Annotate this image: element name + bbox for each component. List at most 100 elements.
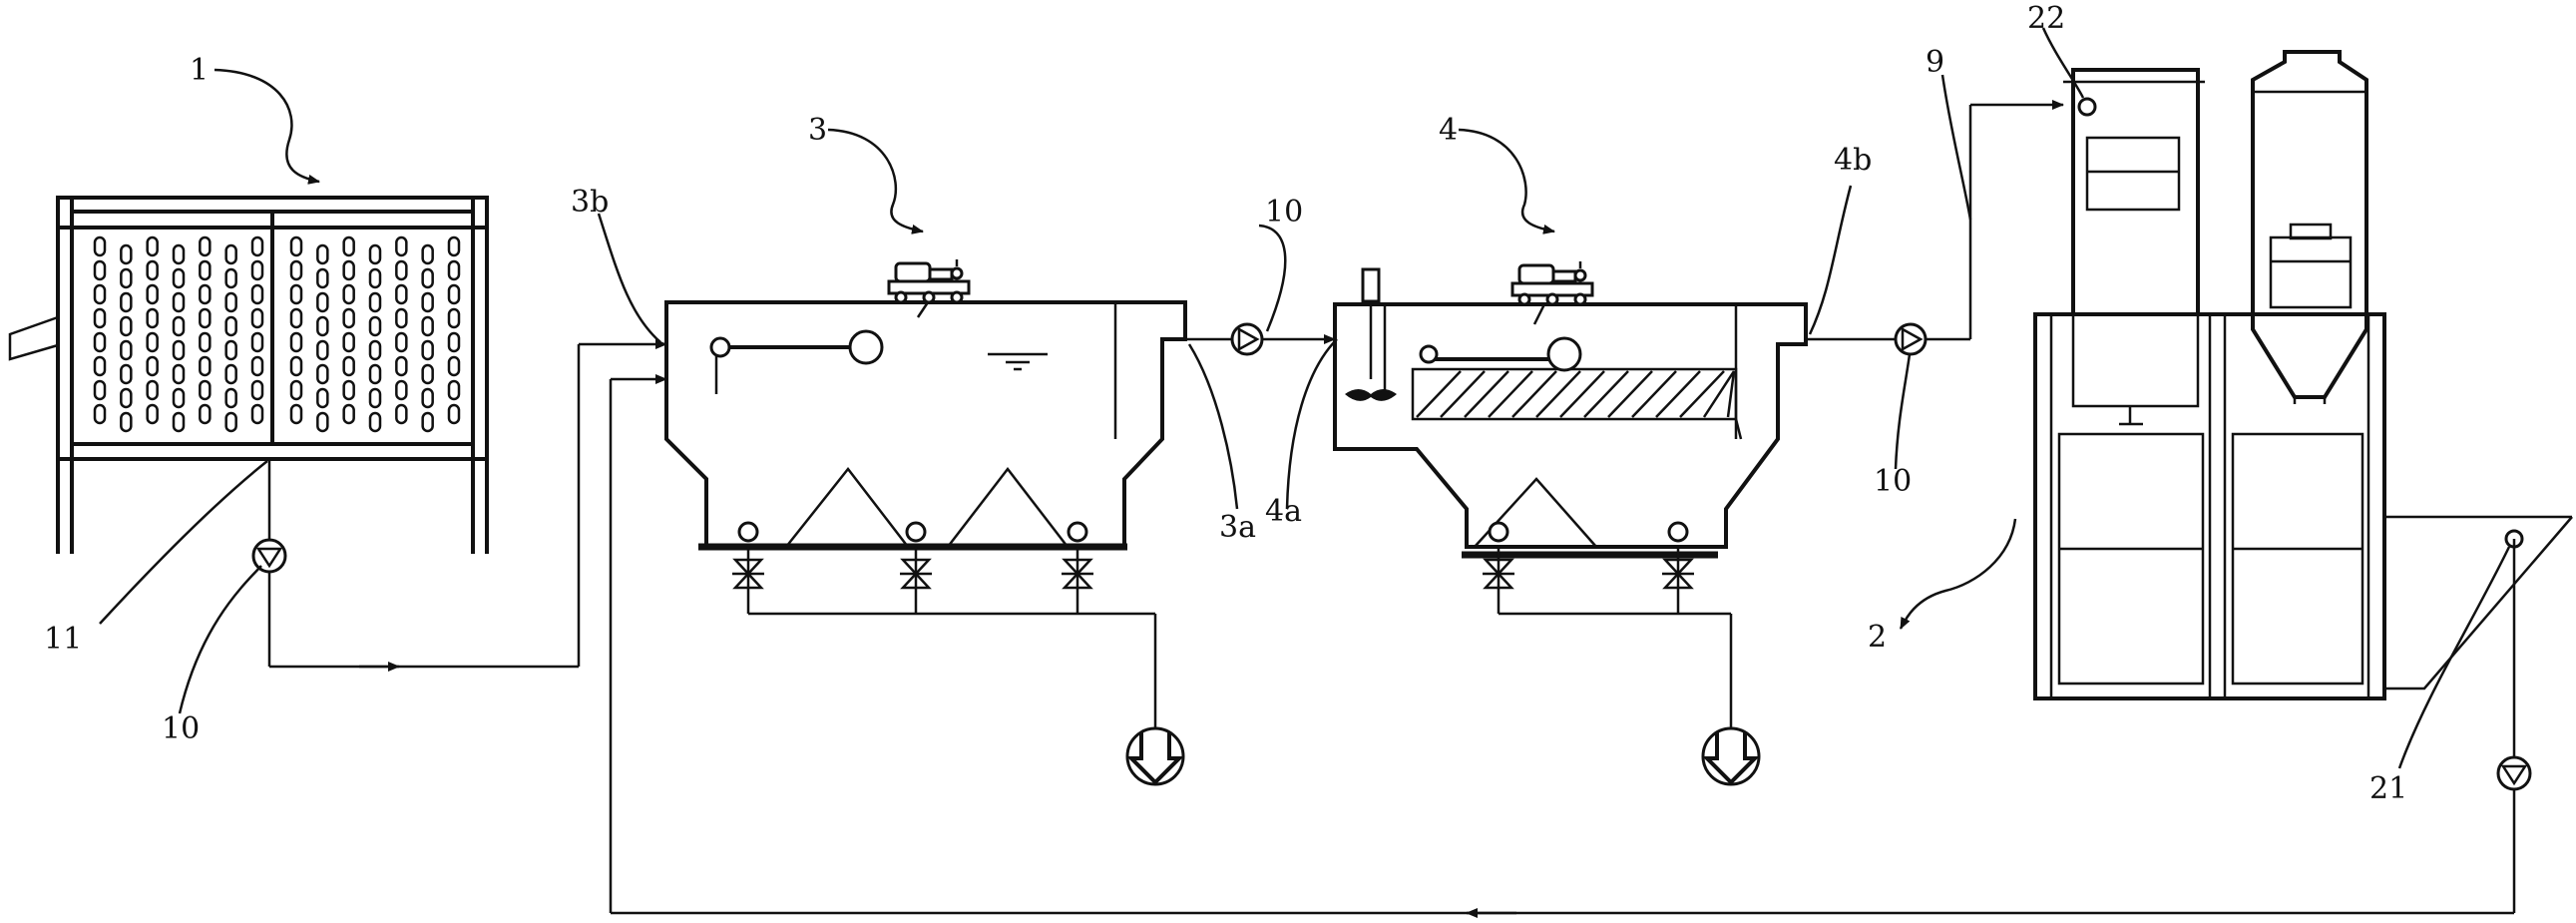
screen-slot xyxy=(120,411,133,433)
screen-slot xyxy=(120,243,133,265)
screen-slot xyxy=(289,379,303,401)
media-hatch xyxy=(1726,370,1736,418)
screen-slot xyxy=(447,259,461,281)
screen-slot xyxy=(250,235,264,257)
label-second-tank: 4 xyxy=(1439,113,1458,148)
screen-slot xyxy=(172,363,186,385)
screen-slot xyxy=(342,283,355,305)
screen-slot xyxy=(224,411,237,433)
screen-slot xyxy=(146,235,159,257)
screen-slot xyxy=(447,379,461,401)
blower-icon xyxy=(1510,259,1594,306)
label-pipe: 9 xyxy=(1926,45,1944,80)
screen-slot xyxy=(172,315,186,337)
screen-slot xyxy=(368,339,382,361)
screen-slot xyxy=(289,235,303,257)
screen-slot xyxy=(316,291,329,313)
screen-slot xyxy=(447,355,461,377)
screen-slot xyxy=(224,267,237,289)
label-second-tank-outlet: 4b xyxy=(1834,143,1872,178)
screen-slot xyxy=(289,259,303,281)
screen-slot xyxy=(224,243,237,265)
label-screen-unit: 1 xyxy=(190,53,209,88)
screen-slot xyxy=(289,355,303,377)
tank4-valves xyxy=(1481,521,1761,786)
pump-icon xyxy=(1894,322,1928,356)
screen-slot xyxy=(316,363,329,385)
screen-slot xyxy=(447,235,461,257)
screen-slot xyxy=(199,283,212,305)
screen-slot xyxy=(199,235,212,257)
screen-slot xyxy=(342,235,355,257)
screen-slot xyxy=(395,355,408,377)
screen-slot xyxy=(172,339,186,361)
label-pump-b: 10 xyxy=(162,711,200,746)
label-second-tank-inlet: 4a xyxy=(1265,494,1302,529)
screen-slot xyxy=(447,403,461,425)
screen-slot xyxy=(199,403,212,425)
screen-slot xyxy=(224,291,237,313)
screen-slot xyxy=(368,267,382,289)
media-hatch xyxy=(1488,370,1533,418)
screen-slot xyxy=(316,243,329,265)
label-first-tank-inlet: 3b xyxy=(571,185,609,220)
first-tank xyxy=(664,257,1187,551)
label-collection-pipe: 11 xyxy=(44,622,82,657)
media-hatch xyxy=(1583,370,1629,418)
screen-slot xyxy=(421,387,434,409)
screen-slot xyxy=(224,315,237,337)
screen-slot xyxy=(120,363,133,385)
screen-slot xyxy=(93,403,107,425)
screen-unit xyxy=(8,196,489,554)
screen-slot xyxy=(368,243,382,265)
screen-slot xyxy=(146,379,159,401)
screen-slot xyxy=(447,331,461,353)
feed-pipe xyxy=(251,339,667,672)
second-tank xyxy=(1333,259,1808,559)
screen-slot xyxy=(250,379,264,401)
screen-slot xyxy=(93,379,107,401)
screen-slot xyxy=(395,283,408,305)
discharge-pump-icon xyxy=(1125,726,1185,786)
media-hatch xyxy=(1416,370,1462,418)
screen-slot xyxy=(289,331,303,353)
screen-slot xyxy=(93,331,107,353)
screen-slot xyxy=(172,243,186,265)
label-inlet-valve: 22 xyxy=(2027,1,2065,36)
blower-icon xyxy=(887,257,971,304)
screen-slot xyxy=(421,363,434,385)
media-hatch xyxy=(1655,370,1701,418)
screen-slot xyxy=(93,355,107,377)
outlet-pipe xyxy=(1806,100,2064,356)
screen-slot xyxy=(368,363,382,385)
screen-slot xyxy=(93,307,107,329)
screen-slot xyxy=(172,267,186,289)
screen-slot xyxy=(120,387,133,409)
screen-slot xyxy=(421,411,434,433)
label-first-tank-outlet: 3a xyxy=(1219,510,1256,545)
media-hatch xyxy=(1702,370,1736,418)
screen-slot xyxy=(342,379,355,401)
label-outlet-unit: 2 xyxy=(1868,620,1887,655)
tank3-valves xyxy=(730,521,1185,786)
label-return-pump: 21 xyxy=(2369,771,2407,806)
screen-slot xyxy=(224,363,237,385)
media-hatch xyxy=(1535,370,1581,418)
screen-slot xyxy=(250,403,264,425)
media-hatch xyxy=(1464,370,1509,418)
screen-slot xyxy=(368,411,382,433)
screen-slot xyxy=(250,307,264,329)
screen-slot xyxy=(120,315,133,337)
discharge-pump-icon xyxy=(1701,726,1761,786)
screen-slot xyxy=(146,331,159,353)
screen-slot xyxy=(447,283,461,305)
screen-slot xyxy=(342,259,355,281)
screen-slot xyxy=(120,291,133,313)
pump-icon xyxy=(2496,755,2532,791)
screen-slot xyxy=(120,339,133,361)
screen-slot xyxy=(421,243,434,265)
screen-slot xyxy=(316,339,329,361)
label-pump-a: 10 xyxy=(1265,195,1303,230)
screen-slot xyxy=(146,307,159,329)
media-hatch xyxy=(1511,370,1557,418)
